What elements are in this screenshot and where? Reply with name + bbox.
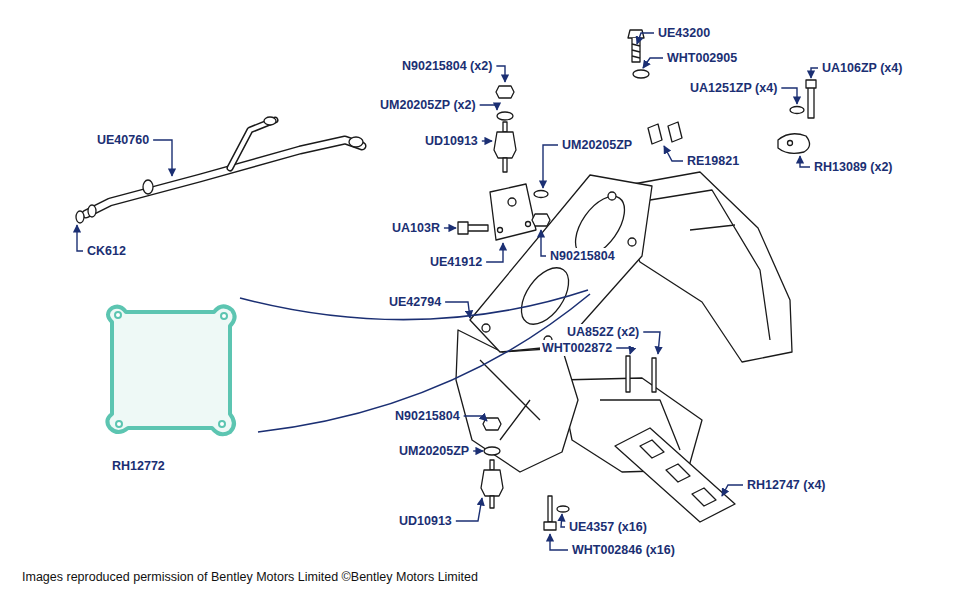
leader-line <box>445 302 470 318</box>
part-number: WHT002846 (x16) <box>570 542 677 558</box>
leader-line <box>486 243 503 262</box>
part-number: N90215804 (x2) <box>400 58 494 74</box>
leader-line <box>781 88 797 104</box>
part-number: WHT002872 <box>540 340 614 356</box>
leader-line <box>643 332 660 354</box>
part-number: UM20205ZP <box>560 137 634 153</box>
part-number: UA1251ZP (x4) <box>688 80 779 96</box>
leader-line <box>722 485 743 496</box>
leader-line <box>496 66 505 82</box>
leader-line <box>616 348 632 354</box>
leader-line <box>77 225 83 251</box>
leader-line <box>543 145 558 188</box>
part-number: UE4357 (x16) <box>567 519 649 535</box>
leader-line <box>800 156 810 167</box>
part-number: RE19821 <box>685 153 741 169</box>
part-number: UM20205ZP <box>397 443 471 459</box>
part-number: CK612 <box>85 243 128 259</box>
leader-line <box>464 416 487 421</box>
part-number: UE43200 <box>656 25 712 41</box>
leader-line <box>153 140 172 176</box>
copyright-caption: Images reproduced permission of Bentley … <box>22 569 478 585</box>
part-number: UE41912 <box>428 254 484 270</box>
part-number: UA103R <box>390 220 442 236</box>
part-number: RH12747 (x4) <box>745 477 828 493</box>
leader-line <box>550 534 568 550</box>
part-number: UD10913 <box>423 133 480 149</box>
leader-line <box>664 146 683 161</box>
part-number: RH13089 (x2) <box>812 159 895 175</box>
part-number: UD10913 <box>397 513 454 529</box>
leader-line <box>637 33 654 44</box>
leader-line <box>456 498 482 521</box>
leader-line <box>561 514 565 527</box>
part-number: N90215804 <box>548 248 617 264</box>
part-number: WHT002905 <box>665 50 739 66</box>
leader-line <box>482 140 492 141</box>
part-number: RH12772 <box>110 458 167 474</box>
part-number: UE40760 <box>95 132 151 148</box>
part-number: N90215804 <box>393 408 462 424</box>
leader-line <box>811 68 818 78</box>
leader-line <box>541 230 546 256</box>
leader-line <box>643 58 663 68</box>
part-number: UA852Z (x2) <box>565 324 641 340</box>
leader-line <box>473 450 483 451</box>
part-number: UM20205ZP (x2) <box>378 97 478 113</box>
leader-line <box>444 227 456 228</box>
part-number: UE42794 <box>387 294 443 310</box>
leader-line <box>480 105 497 110</box>
part-number: UA106ZP (x4) <box>820 60 904 76</box>
